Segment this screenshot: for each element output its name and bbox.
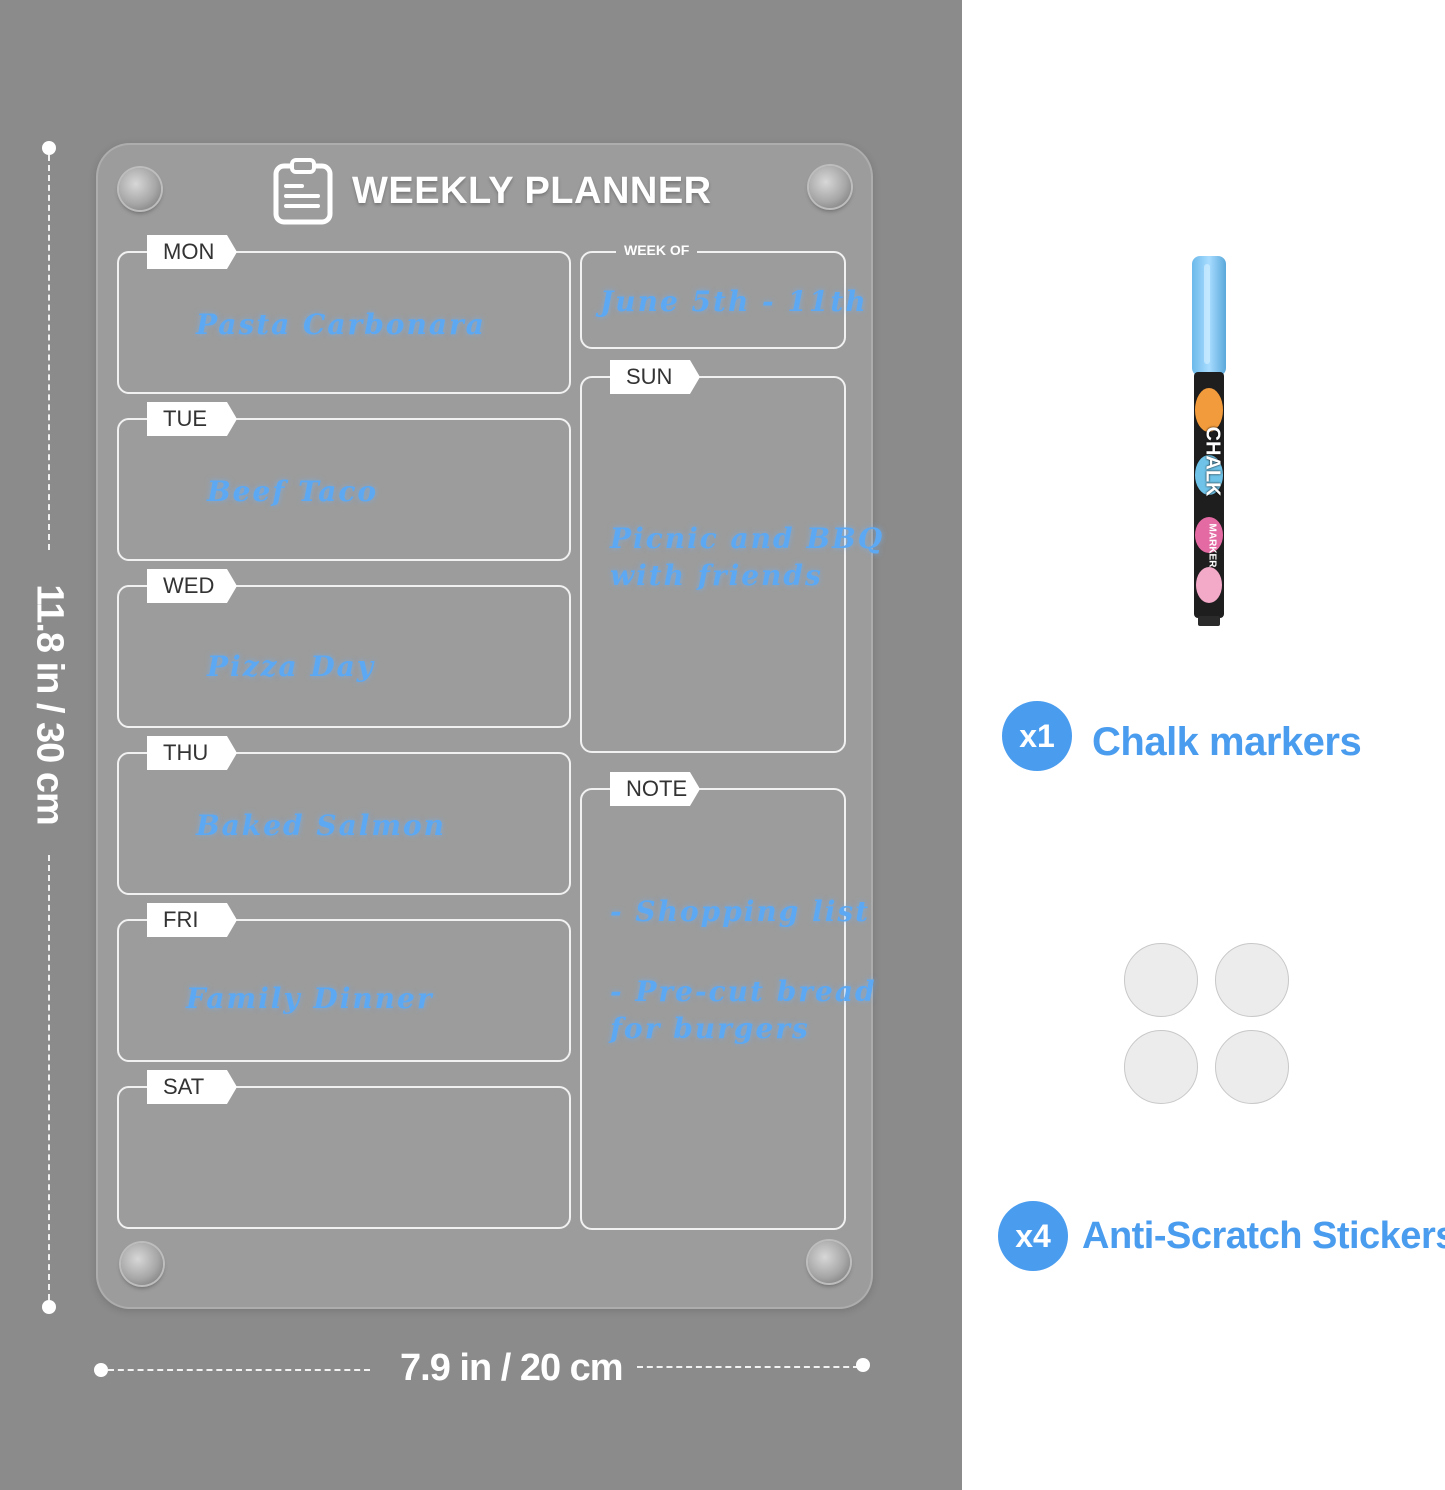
day-entry-wed: Pizza Day (207, 650, 376, 683)
height-dimension-label: 11.8 in / 30 cm (28, 584, 71, 825)
sun-entry-line-2: with friends (610, 559, 823, 592)
height-dimension-line-lower (48, 855, 50, 1300)
sticker-quantity-badge: x4 (998, 1201, 1068, 1271)
chalk-markers-label: Chalk markers (1092, 720, 1362, 764)
note-line-2: - Pre-cut bread (610, 975, 877, 1008)
dimension-dot-right (856, 1358, 870, 1372)
standoff-screw-top-left (119, 168, 161, 210)
width-dimension-label: 7.9 in / 20 cm (400, 1347, 624, 1389)
standoff-screw-bottom-left (121, 1243, 163, 1285)
marker-quantity-badge: x1 (1002, 701, 1072, 771)
anti-scratch-sticker (1215, 1030, 1289, 1104)
height-dimension-line-upper (48, 155, 50, 550)
anti-scratch-stickers-label: Anti-Scratch Stickers (1082, 1215, 1445, 1257)
day-tag-mon: MON (147, 235, 237, 269)
anti-scratch-sticker (1124, 943, 1198, 1017)
note-box (580, 788, 846, 1230)
standoff-screw-bottom-right (808, 1241, 850, 1283)
day-box-tue (117, 418, 571, 561)
day-tag-sat: SAT (147, 1070, 237, 1104)
day-entry-thu: Baked Salmon (196, 809, 447, 842)
standoff-screw-top-right (809, 166, 851, 208)
day-tag-tue: TUE (147, 402, 237, 436)
day-box-mon (117, 251, 571, 394)
anti-scratch-sticker (1215, 943, 1289, 1017)
day-entry-mon: Pasta Carbonara (196, 308, 486, 341)
day-tag-fri: FRI (147, 903, 237, 937)
day-box-sun (580, 376, 846, 753)
week-of-value: June 5th - 11th (600, 285, 868, 318)
day-tag-thu: THU (147, 736, 237, 770)
day-box-fri (117, 919, 571, 1062)
day-tag-sun: SUN (610, 360, 700, 394)
day-box-thu (117, 752, 571, 895)
week-of-box (580, 251, 846, 349)
dimension-dot-bottom (42, 1300, 56, 1314)
note-line-1: - Shopping list (610, 895, 871, 928)
note-line-3: for burgers (610, 1012, 810, 1045)
clipboard-icon (273, 158, 333, 225)
day-entry-tue: Beef Taco (207, 475, 379, 508)
week-of-label: WEEK OF (616, 242, 698, 258)
dimension-dot-top (42, 141, 56, 155)
day-tag-wed: WED (147, 569, 237, 603)
marker-brand-text: CHALK (1201, 426, 1224, 497)
chalk-marker-image (1192, 256, 1226, 626)
anti-scratch-sticker (1124, 1030, 1198, 1104)
board-title: WEEKLY PLANNER (352, 170, 712, 212)
day-entry-fri: Family Dinner (186, 982, 434, 1015)
width-dimension-line-left (108, 1369, 370, 1371)
day-box-sat (117, 1086, 571, 1229)
day-box-wed (117, 585, 571, 728)
width-dimension-line-right (637, 1366, 859, 1368)
dimension-dot-left (94, 1363, 108, 1377)
note-tag: NOTE (610, 772, 700, 806)
marker-sub-text: MARKER (1206, 523, 1218, 568)
sun-entry-line-1: Picnic and BBQ (610, 522, 885, 555)
